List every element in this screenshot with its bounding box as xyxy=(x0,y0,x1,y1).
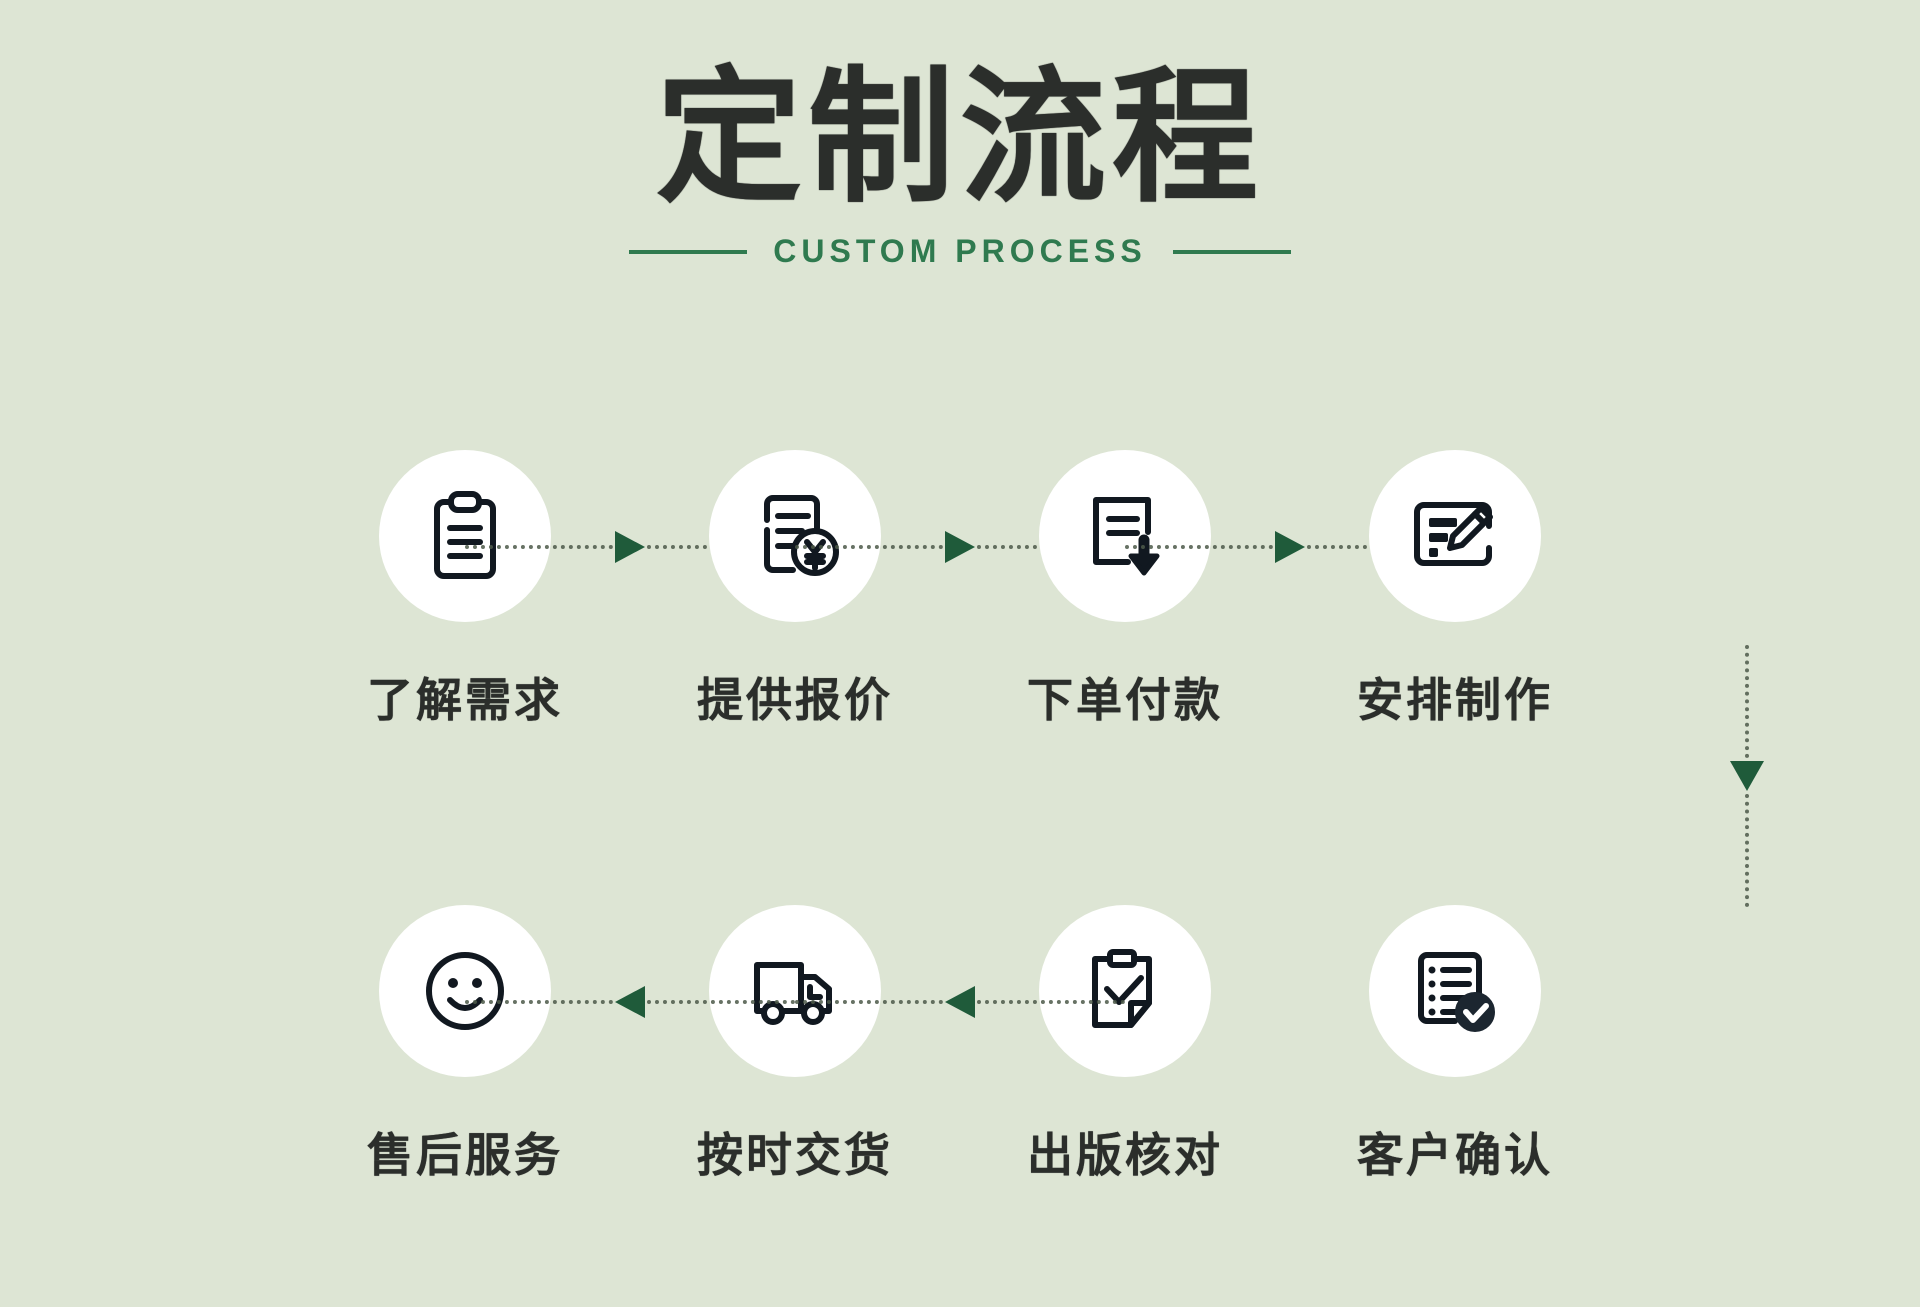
step-icon-circle xyxy=(1369,450,1541,622)
page-title: 定制流程 xyxy=(656,53,1264,223)
subtitle-row: CUSTOM PROCESS xyxy=(0,233,1920,270)
step-icon-circle xyxy=(379,450,551,622)
process-step-8[interactable]: 售后服务 xyxy=(300,905,630,1185)
checklist-verified-icon xyxy=(1405,941,1505,1041)
step-icon-circle xyxy=(1039,450,1211,622)
arrow-down-icon xyxy=(1730,761,1764,791)
step-icon-circle xyxy=(379,905,551,1077)
step-label: 出版核对 xyxy=(1027,1128,1223,1182)
step-label: 了解需求 xyxy=(367,673,563,727)
step-label: 售后服务 xyxy=(367,1128,563,1182)
smiley-face-icon xyxy=(415,941,515,1041)
clipboard-check-icon xyxy=(1075,941,1175,1041)
process-row-2: 售后服务 按时交货 xyxy=(0,905,1920,1185)
step-label: 按时交货 xyxy=(697,1128,893,1182)
clipboard-lines-icon xyxy=(417,488,513,584)
subtitle-rule-right xyxy=(1172,249,1291,254)
delivery-truck-clock-icon xyxy=(743,939,847,1043)
process-step-1[interactable]: 了解需求 xyxy=(300,450,795,730)
process-step-3[interactable]: 下单付款 xyxy=(960,450,1455,730)
process-step-4[interactable]: 安排制作 xyxy=(1290,450,1620,730)
dotted-line xyxy=(1745,794,1749,907)
header: 定制流程 CUSTOM PROCESS xyxy=(0,53,1920,270)
list-pencil-edit-icon xyxy=(1405,486,1505,586)
step-label: 安排制作 xyxy=(1357,673,1553,727)
step-icon-circle xyxy=(1369,905,1541,1077)
document-down-arrow-icon xyxy=(1075,486,1175,586)
process-row-1: 了解需求 xyxy=(0,450,1920,730)
step-icon-circle xyxy=(709,450,881,622)
step-icon-circle xyxy=(709,905,881,1077)
subtitle-rule-left xyxy=(629,249,748,254)
process-step-2[interactable]: 提供报价 xyxy=(630,450,1125,730)
step-label: 下单付款 xyxy=(1027,673,1223,727)
process-step-5[interactable]: 客户确认 xyxy=(1290,905,1620,1185)
step-label: 提供报价 xyxy=(697,673,893,727)
step-label: 客户确认 xyxy=(1357,1128,1553,1182)
process-step-7[interactable]: 按时交货 xyxy=(465,905,960,1185)
page-subtitle: CUSTOM PROCESS xyxy=(773,233,1147,270)
document-yen-coin-icon xyxy=(745,486,845,586)
step-icon-circle xyxy=(1039,905,1211,1077)
process-step-6[interactable]: 出版核对 xyxy=(795,905,1290,1185)
